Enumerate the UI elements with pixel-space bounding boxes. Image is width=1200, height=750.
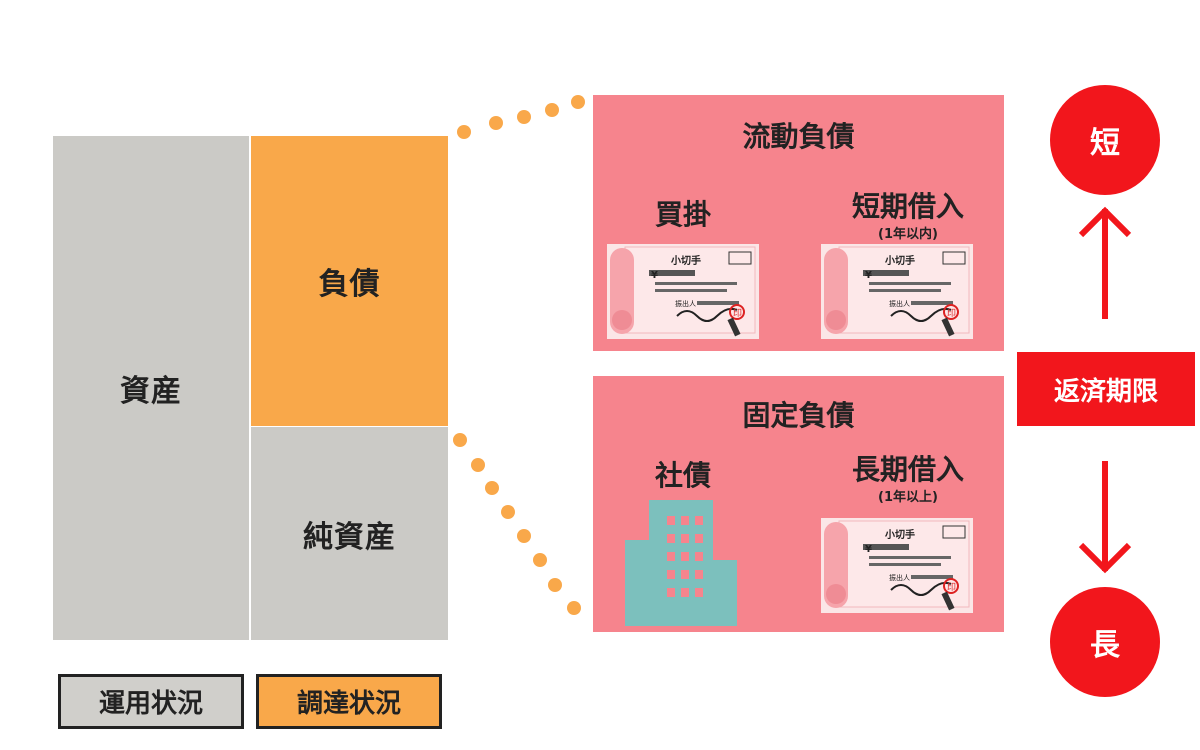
fixed-liabilities-title: 固定負債 (742, 399, 855, 432)
check-issuer: 振出人 (889, 300, 910, 308)
liabilities-block: 負債 (251, 136, 448, 426)
connector-dot (485, 481, 499, 495)
accounts-payable-label: 買掛 (654, 198, 711, 231)
liabilities-label: 負債 (318, 267, 381, 302)
connector-dot (471, 458, 485, 472)
check-title: 小切手 (885, 256, 915, 267)
long-term-loan-label: 長期借入 (851, 453, 964, 486)
repayment-deadline-box: 返済期限 (1017, 352, 1195, 426)
check-issuer: 振出人 (889, 574, 910, 582)
check-issuer: 振出人 (675, 300, 696, 308)
long-term-circle: 長 (1050, 587, 1160, 697)
short-term-circle: 短 (1050, 85, 1160, 195)
check-stamp: 印 (947, 309, 957, 319)
check-title: 小切手 (671, 256, 701, 267)
current-liabilities-title: 流動負債 (742, 120, 855, 153)
connector-dot (489, 116, 503, 130)
legend-sourcing-label: 調達状況 (296, 689, 401, 719)
connector-dot (548, 578, 562, 592)
check-card-icon: 小切手 ¥ 振出人 印 (607, 244, 759, 339)
arrow-down-icon (1078, 461, 1132, 574)
check-stamp: 印 (947, 583, 957, 593)
connector-dot (545, 103, 559, 117)
connector-dot (453, 433, 467, 447)
legend-sourcing: 調達状況 (256, 674, 442, 729)
fixed-liabilities-panel: 固定負債 社債 長期借入 (1年以上) 小切手 ¥ (593, 376, 1004, 632)
bonds-label: 社債 (654, 459, 711, 492)
connector-dot (517, 110, 531, 124)
connector-dot (501, 505, 515, 519)
short-term-loan-label: 短期借入 (851, 190, 964, 223)
building-icon (625, 500, 737, 626)
check-card-icon: 小切手 ¥ 振出人 印 (821, 244, 973, 339)
short-label: 短 (1090, 126, 1120, 161)
legend-use-label: 運用状況 (98, 689, 203, 719)
assets-block: 資産 (53, 136, 249, 640)
check-stamp: 印 (733, 309, 743, 319)
long-term-loan-note: (1年以上) (878, 490, 938, 505)
short-term-loan-note: (1年以内) (878, 227, 938, 242)
legend-use-of-funds: 運用状況 (58, 674, 244, 729)
connector-dot (457, 125, 471, 139)
current-liabilities-panel: 流動負債 買掛 短期借入 (1年以内) 小切手 ¥ 振出人 印 (593, 95, 1004, 351)
repayment-deadline-label: 返済期限 (1053, 376, 1158, 407)
connector-dot (517, 529, 531, 543)
connector-dot (571, 95, 585, 109)
net-assets-label: 純資産 (303, 519, 396, 555)
arrow-up-icon (1078, 206, 1132, 319)
check-yen: ¥ (865, 270, 872, 281)
check-title: 小切手 (885, 530, 915, 541)
net-assets-block: 純資産 (251, 427, 448, 640)
long-label: 長 (1090, 628, 1120, 663)
assets-label: 資産 (120, 374, 182, 409)
check-card-icon: 小切手 ¥ 振出人 印 (821, 518, 973, 613)
connector-dot (533, 553, 547, 567)
check-yen: ¥ (651, 270, 658, 281)
dotted-connectors (453, 95, 585, 615)
check-yen: ¥ (865, 544, 872, 555)
connector-dot (567, 601, 581, 615)
